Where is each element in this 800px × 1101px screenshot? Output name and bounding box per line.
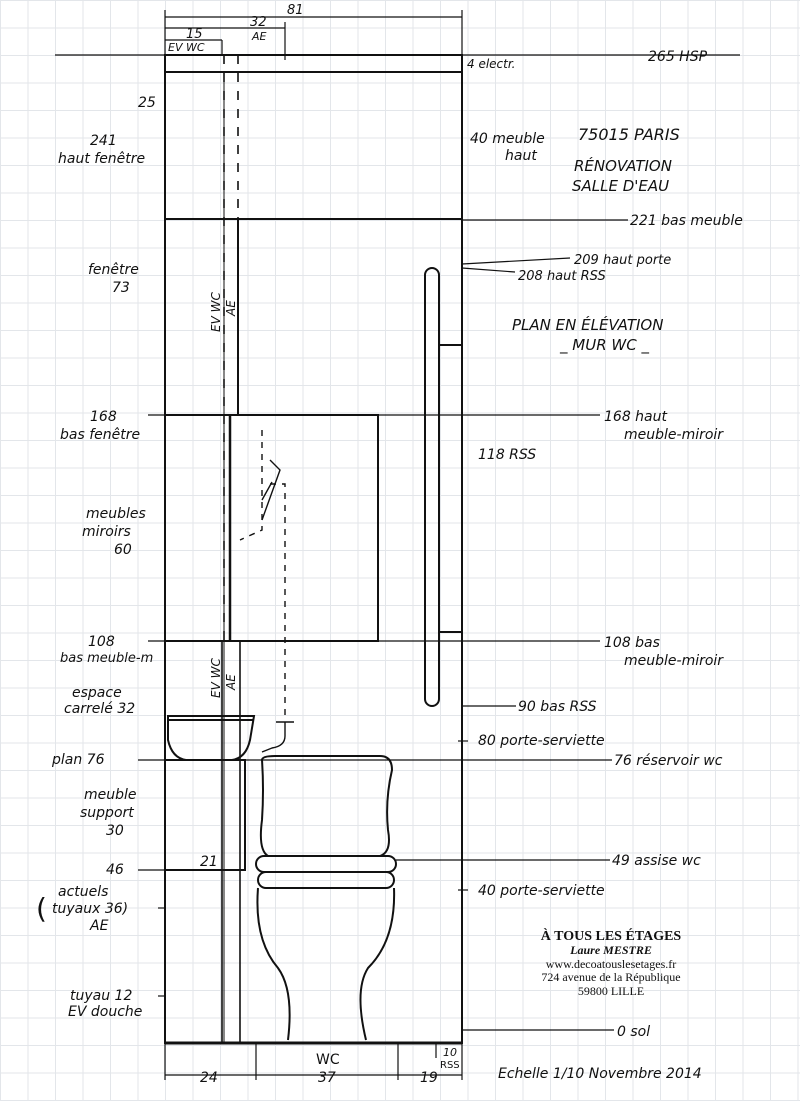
top-dimensions — [164, 10, 463, 60]
right-labels: 265 HSP 4 electr. 40 meuble haut 221 bas… — [467, 49, 743, 1040]
label-bas-meuble-m: bas meuble-m — [60, 651, 153, 666]
label-hsp: 265 HSP — [648, 49, 708, 65]
top-ev-wc-label: EV WC — [168, 41, 205, 54]
label-ae: AE — [89, 918, 109, 934]
label-actuels: actuels — [58, 884, 108, 900]
label-wc: WC — [316, 1052, 340, 1068]
label-37: 37 — [318, 1070, 336, 1086]
label-30: 30 — [106, 823, 124, 839]
label-21: 21 — [200, 854, 218, 870]
toilet — [255, 755, 397, 1041]
label-meuble-haut-2: haut — [505, 148, 537, 164]
dim-ev-wc-distance: 15 — [186, 27, 203, 42]
pipe-label-ae-upper: AE — [224, 300, 238, 317]
pipe-label-ev-wc-upper: EV WC — [209, 292, 223, 332]
label-assise: 49 assise wc — [612, 853, 701, 869]
label-espace: espace — [72, 685, 122, 701]
label-tuyau: tuyau 12 — [70, 988, 132, 1004]
label-reservoir: 76 réservoir wc — [614, 753, 723, 769]
label-rss-bottom: RSS — [440, 1060, 460, 1071]
label-bas-rss: 90 bas RSS — [518, 699, 597, 715]
label-60: 60 — [114, 542, 132, 558]
top-ae-label: AE — [251, 30, 267, 43]
label-porte-serv-40: 40 porte-serviette — [478, 883, 605, 899]
label-scale: Echelle 1/10 Novembre 2014 — [498, 1066, 702, 1082]
label-miroirs: miroirs — [82, 524, 131, 540]
label-bas-miroir-2: meuble-miroir — [624, 653, 724, 669]
pipe-label-ev-wc-lower: EV WC — [209, 658, 223, 698]
stamp-web: www.decoatouslesetages.fr — [546, 957, 677, 971]
label-haut-porte: 209 haut porte — [574, 253, 671, 268]
label-carrele: carrelé 32 — [64, 701, 135, 717]
label-rss: 118 RSS — [478, 447, 536, 463]
bottom-dimensions — [164, 1043, 463, 1080]
label-haut-fenetre: haut fenêtre — [58, 151, 145, 167]
label-fenetre: fenêtre — [88, 262, 139, 278]
towel-radiator — [424, 267, 462, 707]
label-ev-douche: EV douche — [68, 1004, 142, 1020]
bottom-labels: 24 WC 37 19 10 RSS Echelle 1/10 Novembre… — [200, 1046, 702, 1086]
company-stamp: À TOUS LES ÉTAGES Laure MESTRE www.decoa… — [541, 927, 682, 998]
plan-title-1: PLAN EN ÉLÉVATION — [512, 315, 663, 334]
label-bas-meuble: 221 bas meuble — [630, 213, 743, 229]
label-support: support — [80, 805, 134, 821]
label-meuble: meuble — [84, 787, 137, 803]
label-168: 168 — [90, 409, 117, 425]
label-haut-rss: 208 haut RSS — [518, 269, 606, 284]
left-leaders — [138, 414, 165, 997]
label-porte-serv-80: 80 porte-serviette — [478, 733, 605, 749]
label-tuyaux: tuyaux 36) — [52, 901, 128, 917]
label-73: 73 — [112, 280, 130, 296]
stamp-name: Laure MESTRE — [569, 943, 652, 957]
dim-total: 81 — [287, 3, 304, 18]
label-plan: plan 76 — [51, 752, 105, 768]
left-labels: 25 241 haut fenêtre fenêtre 73 168 bas f… — [36, 95, 218, 1020]
stamp-city: 59800 LILLE — [578, 984, 644, 998]
label-241: 241 — [90, 133, 117, 149]
label-108: 108 — [88, 634, 115, 650]
label-sol: 0 sol — [617, 1024, 650, 1040]
plan-title-2: _ MUR WC _ — [559, 336, 649, 355]
label-meubles: meubles — [86, 506, 146, 522]
label-bas-miroir-1: 108 bas — [604, 635, 660, 651]
label-electr: 4 electr. — [467, 57, 516, 71]
title-line-2: SALLE D'EAU — [572, 177, 669, 195]
stamp-company: À TOUS LES ÉTAGES — [541, 927, 682, 944]
title-block: 75015 PARIS RÉNOVATION SALLE D'EAU PLAN … — [512, 125, 680, 355]
label-meuble-haut-1: 40 meuble — [470, 131, 545, 147]
stamp-street: 724 avenue de la République — [541, 970, 680, 984]
mirror-cabinet — [164, 414, 379, 753]
pipe-label-ae-lower: AE — [224, 674, 238, 691]
dim-ae-distance: 32 — [250, 15, 267, 30]
label-paren: ( — [36, 892, 47, 925]
label-haut-miroir-1: 168 haut — [604, 409, 667, 425]
label-25: 25 — [138, 95, 156, 111]
basin-unit — [164, 715, 256, 871]
label-19: 19 — [420, 1070, 438, 1086]
label-bas-fenetre: bas fenêtre — [60, 427, 140, 443]
label-haut-miroir-2: meuble-miroir — [624, 427, 724, 443]
top-dimension-labels: 81 32 15 EV WC AE — [168, 3, 304, 54]
right-leaders — [245, 219, 628, 1031]
label-46: 46 — [106, 862, 124, 878]
wall-outline — [164, 54, 463, 1044]
title-line-1: RÉNOVATION — [574, 156, 672, 175]
pipes — [221, 55, 241, 1043]
label-24: 24 — [200, 1070, 218, 1086]
vertical-pipe-labels: EV WC AE EV WC AE — [209, 292, 238, 698]
title-city: 75015 PARIS — [578, 125, 680, 144]
label-10: 10 — [443, 1046, 457, 1059]
